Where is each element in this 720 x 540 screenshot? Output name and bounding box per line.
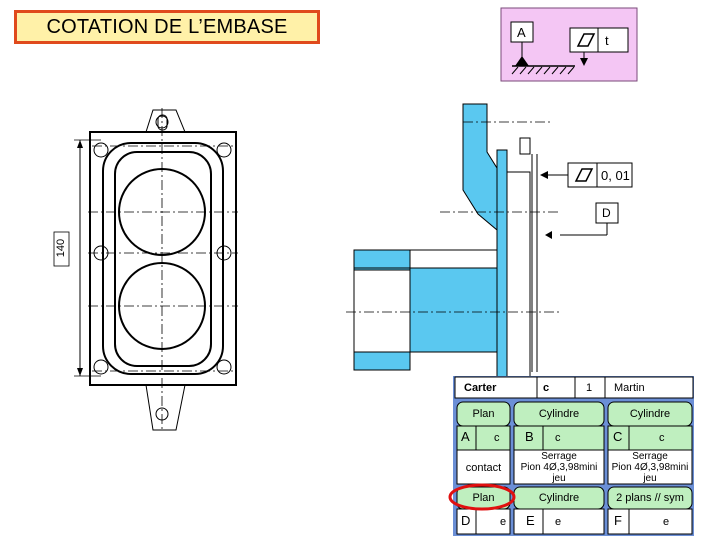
col2-letter: B — [525, 429, 534, 444]
col1-bottom-type: Plan — [472, 492, 495, 504]
page-title: COTATION DE L’EMBASE — [46, 15, 288, 38]
col1-quality: c — [494, 432, 500, 444]
spec-table — [448, 376, 694, 536]
col1-link: contact — [465, 462, 502, 474]
col2-quality: c — [555, 432, 561, 444]
col3-bottom-letter: F — [614, 513, 622, 528]
highlight-ellipse — [448, 483, 516, 511]
embase-bottom-tab — [145, 384, 186, 431]
col2-link-line3: jeu — [552, 473, 566, 484]
center-lines — [88, 108, 238, 432]
table-header-part: Carter — [464, 382, 497, 394]
table-header-author: Martin — [614, 382, 645, 394]
col1-bottom-letter: D — [461, 513, 471, 528]
table-header-letter: c — [543, 382, 550, 394]
col2-bottom-quality: e — [555, 516, 562, 528]
col3-bottom-type: 2 plans // sym — [616, 492, 684, 504]
col3-letter: C — [613, 429, 623, 444]
col3-quality: c — [659, 432, 665, 444]
tolerance-frame — [569, 27, 629, 53]
flatness-icon — [576, 33, 596, 47]
col2-link-line1: Serrage — [541, 451, 577, 462]
surface-hatch-icon — [511, 66, 575, 75]
col3-link-line3: jeu — [643, 473, 657, 484]
table-header-qty: 1 — [586, 382, 593, 394]
flatness-value-label: 0, 01 — [601, 168, 630, 183]
col1-bottom-quality: e — [500, 516, 507, 528]
title-box: COTATION DE L’EMBASE — [14, 10, 320, 44]
col3-surface-type: Cylindre — [629, 408, 671, 420]
embase-outer-frame — [102, 142, 224, 375]
dimension-140-label: 140 — [55, 238, 67, 258]
bore-section — [353, 269, 411, 353]
col3-link-line2: Pion 4Ø,3,98mini — [611, 462, 689, 473]
col2-surface-type: Cylindre — [538, 408, 580, 420]
flatness-icon-2 — [574, 168, 594, 182]
col2-bottom-letter: E — [526, 513, 535, 528]
col2-bottom-type: Cylindre — [538, 492, 580, 504]
col1-letter: A — [461, 429, 470, 444]
datum-a-label: A — [517, 25, 526, 40]
datum-triangle-icon — [515, 56, 529, 66]
tolerance-t-label: t — [605, 33, 609, 48]
col1-surface-type: Plan — [472, 408, 495, 420]
col3-link-line1: Serrage — [632, 451, 668, 462]
datum-d-label: D — [602, 206, 611, 220]
col2-link-line2: Pion 4Ø,3,98mini — [520, 462, 598, 473]
col3-bottom-quality: e — [663, 516, 670, 528]
embase-inner-frame — [114, 151, 212, 367]
embase-top-tab — [145, 109, 186, 133]
